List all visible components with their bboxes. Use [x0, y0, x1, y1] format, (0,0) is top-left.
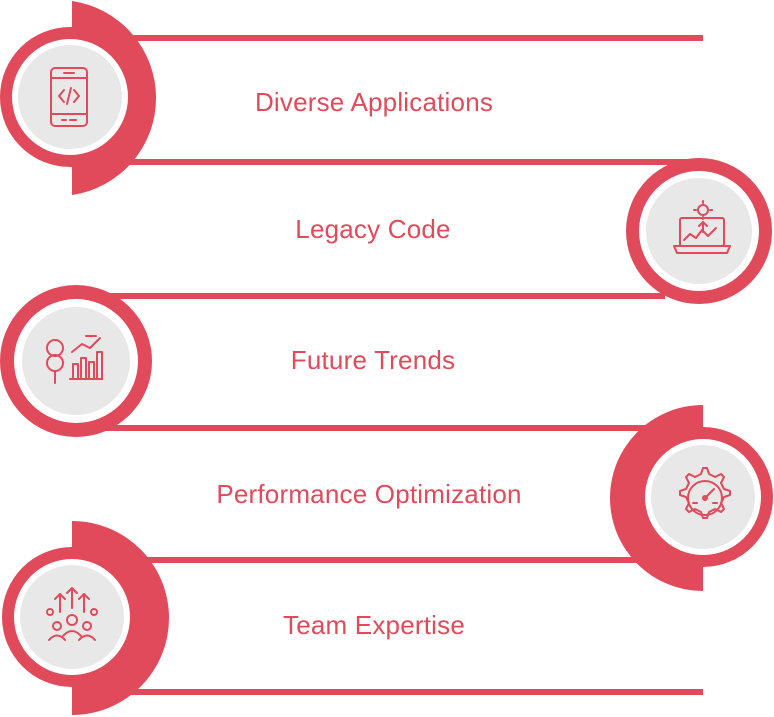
- search-trend-chart-icon: [46, 335, 103, 384]
- gear-speedometer-icon: [679, 467, 731, 519]
- item-label-performance-optimization: Performance Optimization: [216, 479, 522, 509]
- icon-disc: [22, 307, 130, 415]
- rail-line: [128, 159, 703, 165]
- item-label-future-trends: Future Trends: [290, 345, 456, 375]
- rail-line: [70, 293, 665, 299]
- node-diverse-applications: [0, 1, 157, 195]
- icon-disc: [18, 45, 122, 149]
- mobile-code-icon: [50, 67, 88, 127]
- item-label-team-expertise: Team Expertise: [283, 610, 465, 640]
- node-legacy-code: [626, 158, 772, 304]
- node-performance-optimization: [610, 405, 773, 591]
- rail-line: [128, 35, 703, 41]
- item-label-legacy-code: Legacy Code: [295, 214, 451, 244]
- laptop-settings-icon: [673, 200, 731, 254]
- icon-disc: [20, 565, 124, 669]
- rail-line: [70, 425, 695, 431]
- connector-lines: [70, 35, 703, 695]
- rail-line: [72, 557, 672, 563]
- team-growth-icon: [46, 587, 98, 641]
- node-future-trends: [0, 285, 152, 437]
- icon-disc: [646, 178, 752, 284]
- item-label-diverse-applications: Diverse Applications: [254, 87, 494, 117]
- rail-line: [128, 689, 703, 695]
- node-team-expertise: [2, 521, 169, 715]
